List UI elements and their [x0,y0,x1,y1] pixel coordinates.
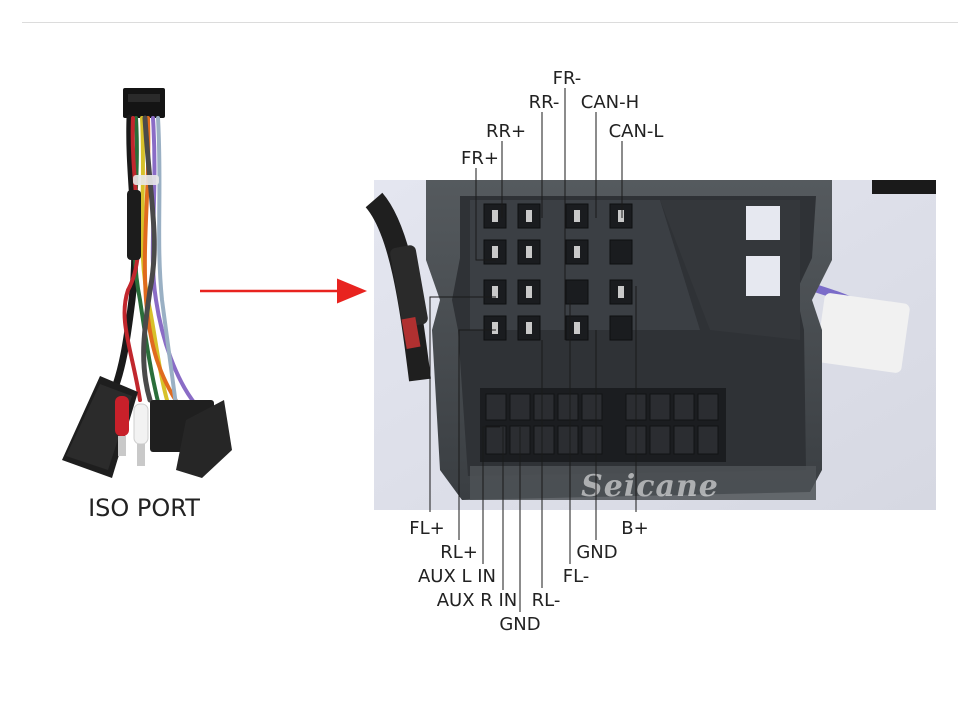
label-rl-minus: RL- [532,590,561,611]
label-rr-plus: RR+ [486,121,526,142]
label-fr-plus: FR+ [461,148,499,169]
label-rr-minus: RR- [529,92,560,113]
label-can-h: CAN-H [581,92,639,113]
label-aux-l-in: AUX L IN [418,566,496,587]
label-gnd-bottom: GND [499,614,540,635]
label-fl-minus: FL- [563,566,590,587]
label-gnd-right: GND [576,542,617,563]
top-divider [22,22,958,23]
label-can-l: CAN-L [609,121,664,142]
leader-lines [429,88,637,612]
top-pin-labels: FR- RR- CAN-H RR+ CAN-L FR+ [461,68,663,169]
label-fr-minus: FR- [553,68,582,89]
iso-port-caption: ISO PORT [88,494,200,522]
label-rl-plus: RL+ [440,542,478,563]
bottom-pin-labels: FL+ B+ RL+ GND AUX L IN FL- AUX R IN RL-… [409,518,648,635]
wire-harness-image: ISO PORT [62,88,232,522]
label-b-plus: B+ [621,518,648,539]
label-fl-plus: FL+ [409,518,444,539]
label-aux-r-in: AUX R IN [437,590,518,611]
seicane-watermark: Seicane [581,469,719,504]
connector-photo: Seicane [365,180,936,510]
